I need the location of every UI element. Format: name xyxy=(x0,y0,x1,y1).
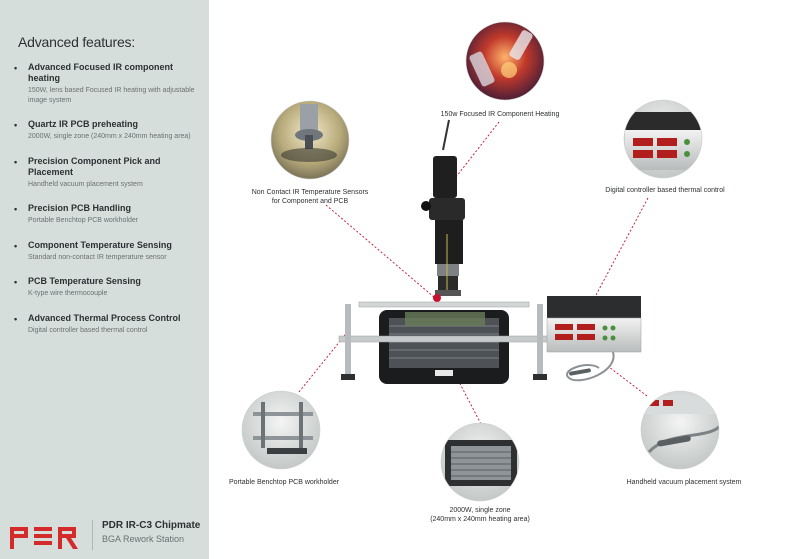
feature-item: • Advanced Focused IR component heating 15… xyxy=(14,62,204,105)
thermal-controller xyxy=(546,296,642,382)
bullet-icon: • xyxy=(14,63,18,73)
feature-description: Handheld vacuum placement system xyxy=(28,180,143,188)
focused-ir-photo xyxy=(466,22,544,100)
leader-controller xyxy=(595,197,649,296)
preheater-photo xyxy=(441,423,519,501)
product-name: PDR IR-C3 Chipmate xyxy=(102,520,201,531)
feature-description: Standard non-contact IR temperature sens… xyxy=(28,253,167,261)
ir-head-assembly xyxy=(421,119,465,302)
bullet-icon: • xyxy=(14,156,18,167)
vacuum-pen-photo xyxy=(641,391,719,469)
features-sidebar: Advanced features: • Advanced Focused IR … xyxy=(0,0,209,559)
pcb-workholder xyxy=(338,301,550,380)
leader-workholder xyxy=(298,329,350,393)
caption-preheater: 2000W, single zone (240mm x 240mm heatin… xyxy=(415,506,545,524)
caption-ir-sensors: Non Contact IR Temperature Sensors for C… xyxy=(245,188,375,206)
feature-description: Digital controller based thermal control xyxy=(28,326,148,334)
feature-description: K-type wire thermocouple xyxy=(28,290,108,297)
caption-preheater-line1: 2000W, single zone xyxy=(449,507,511,514)
leader-preheater xyxy=(456,377,482,425)
caption-vacuum: Handheld vacuum placement system xyxy=(626,479,742,486)
feature-description: Portable Benchtop PCB workholder xyxy=(28,217,139,224)
pdr-logo xyxy=(10,527,78,549)
leader-ir-sensors xyxy=(325,204,436,299)
feature-title: Quartz IR PCB preheating xyxy=(28,119,139,129)
caption-ir-sensors-line1: Non Contact IR Temperature Sensors xyxy=(251,189,369,196)
workholder-photo xyxy=(242,391,320,469)
product-illustration: 150w Focused IR Component Heating Non Co… xyxy=(209,0,790,559)
controller-photo xyxy=(624,100,702,178)
feature-title: Precision PCB Handling xyxy=(28,203,132,213)
caption-controller: Digital controller based thermal control xyxy=(605,187,725,194)
features-heading: Advanced features: xyxy=(18,34,136,50)
feature-title: Precision Component Pick and Placement xyxy=(28,155,161,177)
feature-list: • Advanced Focused IR component heating 15… xyxy=(14,62,204,349)
rework-station-scene xyxy=(241,21,720,502)
photo-rings xyxy=(241,21,720,502)
leader-vacuum xyxy=(608,366,648,397)
leader-focused-ir xyxy=(455,121,500,178)
feature-description: 2000W, single zone (240mm x 240mm heatin… xyxy=(28,133,191,140)
bullet-icon: • xyxy=(14,277,18,287)
feature-title: PCB Temperature Sensing xyxy=(28,276,141,286)
caption-workholder: Portable Benchtop PCB workholder xyxy=(228,479,340,486)
caption-ir-sensors-line2: for Component and PCB xyxy=(271,198,349,205)
brand-divider xyxy=(92,520,93,550)
caption-focused-ir: 150w Focused IR Component Heating xyxy=(440,111,560,118)
feature-description: 150W, lens based Focused IR heating with… xyxy=(28,87,195,104)
leader-lines xyxy=(298,121,649,425)
bullet-icon: • xyxy=(14,204,18,214)
feature-item: • Quartz IR PCB preheating 2000W, single z… xyxy=(14,119,204,142)
bullet-icon: • xyxy=(14,240,18,251)
preheater-base xyxy=(379,310,509,384)
feature-title: Component Temperature Sensing xyxy=(28,239,172,250)
ir-sensor-photo xyxy=(271,101,349,179)
caption-preheater-line2: (240mm x 240mm heating area) xyxy=(430,516,530,523)
feature-title: Advanced Thermal Process Control xyxy=(28,312,181,323)
product-subtitle: BGA Rework Station xyxy=(102,534,185,544)
bullet-icon: • xyxy=(14,313,18,324)
feature-title: Advanced Focused IR component heating xyxy=(28,62,174,83)
bullet-icon: • xyxy=(14,120,18,130)
